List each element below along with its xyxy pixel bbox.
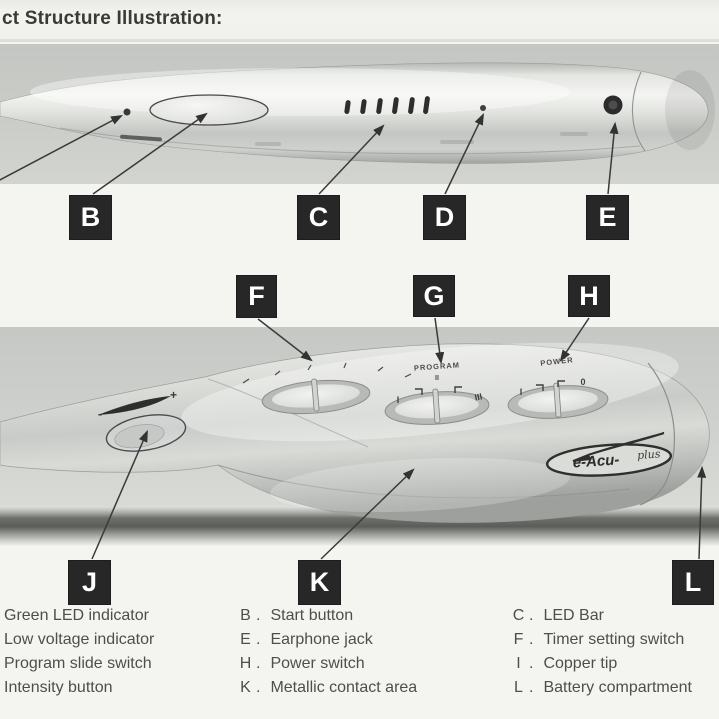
legend-letter: F bbox=[513, 631, 524, 648]
power-mark-left: I bbox=[520, 387, 523, 397]
legend-label: Green LED indicator bbox=[4, 607, 149, 624]
legend-label: Timer setting switch bbox=[543, 631, 685, 648]
legend-period: . bbox=[529, 607, 534, 624]
legend-period: . bbox=[529, 679, 534, 696]
led-bar bbox=[344, 96, 430, 115]
end-cap-seam bbox=[631, 71, 646, 152]
power-bracket-glyphs bbox=[536, 380, 565, 391]
legend-item: Green LED indicator bbox=[4, 604, 149, 628]
legend-item: Intensity button bbox=[4, 676, 113, 700]
legend-item: F. Timer setting switch bbox=[511, 628, 685, 652]
program-mark-mid: II bbox=[435, 375, 439, 382]
device-body-top bbox=[0, 343, 710, 523]
callout-e: E bbox=[586, 195, 629, 240]
legend-letter: L bbox=[514, 679, 523, 696]
parts-legend: Green LED indicator Low voltage indicato… bbox=[0, 600, 719, 719]
callout-k: K bbox=[298, 560, 341, 605]
legend-item: I. Copper tip bbox=[511, 652, 617, 676]
intensity-plus-mark: + bbox=[170, 388, 177, 402]
intensity-swoosh bbox=[98, 396, 171, 415]
legend-label: LED Bar bbox=[543, 607, 604, 624]
earphone-jack bbox=[603, 95, 623, 115]
legend-letter: B bbox=[240, 607, 251, 624]
program-mark-left: I bbox=[397, 395, 400, 405]
power-switch bbox=[507, 382, 609, 419]
callout-g: G bbox=[413, 275, 455, 317]
legend-label: Intensity button bbox=[4, 679, 113, 696]
top-surface-highlight bbox=[181, 342, 679, 442]
logo-swoosh bbox=[572, 432, 665, 462]
legend-letter: C bbox=[512, 607, 525, 624]
legend-label: Earphone jack bbox=[270, 631, 373, 648]
legend-item: Program slide switch bbox=[4, 652, 152, 676]
legend-period: . bbox=[256, 679, 261, 696]
callout-c: C bbox=[297, 195, 340, 240]
timer-setting-switch bbox=[261, 378, 371, 415]
program-bracket-glyphs bbox=[415, 386, 462, 395]
legend-period: . bbox=[529, 655, 534, 672]
device-top-view-photo: - + PROGRAM II I III bbox=[0, 327, 719, 546]
callout-j: J bbox=[68, 560, 111, 605]
legend-label: Copper tip bbox=[543, 655, 618, 672]
callout-l: L bbox=[672, 560, 714, 605]
timer-scale-ticks bbox=[242, 362, 412, 384]
legend-label: Start button bbox=[270, 607, 354, 624]
green-led-indicator bbox=[123, 108, 131, 116]
legend-item: E. Earphone jack bbox=[238, 628, 373, 652]
top-strip bbox=[0, 0, 719, 42]
device-side-view-photo bbox=[0, 44, 719, 184]
legend-letter: K bbox=[240, 679, 251, 696]
program-slide-switch bbox=[384, 388, 490, 425]
legend-period: . bbox=[256, 631, 261, 648]
title-divider bbox=[0, 39, 719, 42]
legend-letter: E bbox=[240, 631, 251, 648]
low-voltage-indicator bbox=[480, 105, 486, 111]
program-mark-right: III bbox=[474, 391, 483, 402]
legend-letter: H bbox=[239, 655, 252, 672]
legend-label: Low voltage indicator bbox=[4, 631, 155, 648]
legend-item: H. Power switch bbox=[238, 652, 365, 676]
legend-label: Program slide switch bbox=[4, 655, 152, 672]
brand-suffix: plus bbox=[637, 447, 661, 462]
legend-item: Low voltage indicator bbox=[4, 628, 154, 652]
callout-f: F bbox=[236, 275, 277, 318]
power-mark-right: 0 bbox=[580, 377, 585, 387]
legend-item: L. Battery compartment bbox=[511, 676, 692, 700]
brand-name: e-Acu- bbox=[572, 451, 620, 471]
end-cap-shading bbox=[665, 70, 715, 150]
battery-compartment-seam bbox=[639, 362, 675, 506]
legend-item: C. LED Bar bbox=[511, 604, 604, 628]
legend-label: Battery compartment bbox=[543, 679, 692, 696]
legend-period: . bbox=[256, 655, 261, 672]
legend-period: . bbox=[256, 607, 261, 624]
legend-label: Power switch bbox=[270, 655, 365, 672]
legend-letter: I bbox=[516, 655, 521, 672]
legend-item: B. Start button bbox=[238, 604, 353, 628]
legend-item: K. Metallic contact area bbox=[238, 676, 417, 700]
intensity-minus-mark: - bbox=[98, 406, 102, 421]
callout-b: B bbox=[69, 195, 112, 240]
callout-h: H bbox=[568, 275, 610, 317]
legend-period: . bbox=[529, 631, 534, 648]
start-button bbox=[149, 94, 269, 126]
callout-d: D bbox=[423, 195, 466, 240]
body-highlight bbox=[30, 68, 570, 116]
page-title: ct Structure Illustration: bbox=[2, 8, 223, 29]
legend-label: Metallic contact area bbox=[270, 679, 418, 696]
program-label: PROGRAM bbox=[414, 360, 461, 372]
